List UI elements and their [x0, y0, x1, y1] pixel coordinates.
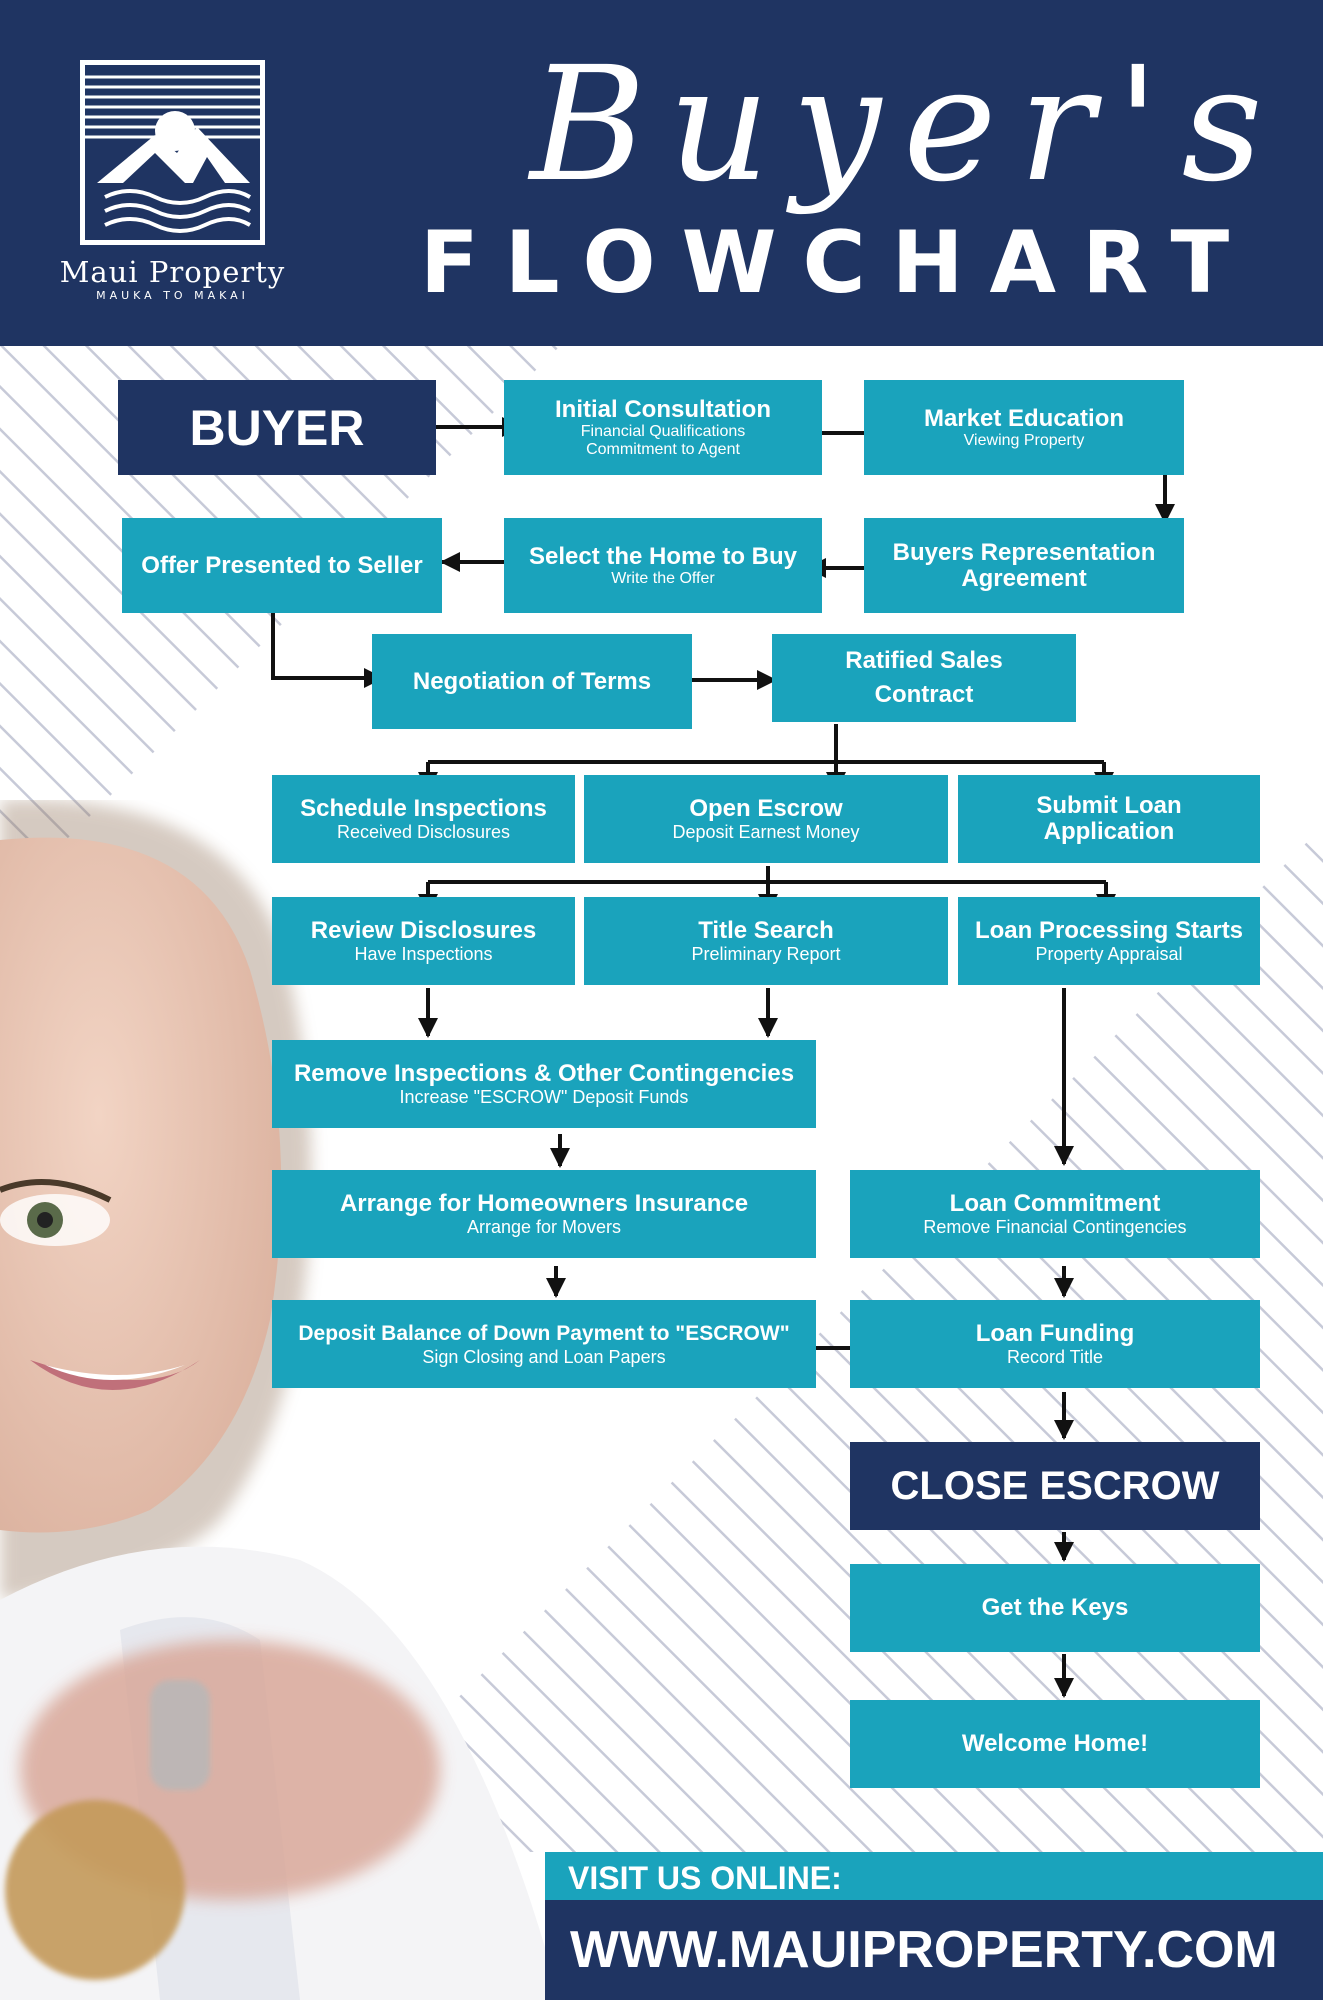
brand-name: Maui Property — [59, 255, 286, 289]
step-title: Submit Loan — [1036, 792, 1182, 819]
step-buyer: BUYER — [118, 380, 436, 475]
step-title: Contract — [874, 681, 974, 708]
step-subtitle: Financial Qualifications — [580, 422, 746, 440]
step-title: CLOSE ESCROW — [890, 1464, 1220, 1508]
title-flowchart: FLOWCHART — [420, 213, 1256, 313]
step-initial-consultation: Initial Consultation Financial Qualifica… — [504, 380, 822, 475]
brand-tagline: MAUKA TO MAKAI — [96, 289, 249, 302]
step-title: Ratified Sales — [845, 647, 1003, 674]
visit-us-label: VISIT US ONLINE: — [568, 1860, 842, 1896]
title-script: Buyer's — [530, 33, 1285, 217]
step-subtitle: Preliminary Report — [691, 944, 841, 964]
step-schedule-inspections: Schedule Inspections Received Disclosure… — [272, 775, 575, 863]
step-subtitle: Have Inspections — [354, 944, 493, 964]
step-title: Market Education — [923, 404, 1125, 432]
step-buyer-title: BUYER — [189, 399, 365, 456]
step-subtitle: Deposit Earnest Money — [672, 822, 860, 842]
step-remove-inspections: Remove Inspections & Other Contingencies… — [272, 1040, 816, 1128]
step-homeowners-insurance: Arrange for Homeowners Insurance Arrange… — [272, 1170, 816, 1258]
step-subtitle: Viewing Property — [963, 431, 1085, 449]
step-review-disclosures: Review Disclosures Have Inspections — [272, 897, 575, 985]
step-ratified-contract: Ratified Sales Contract — [772, 634, 1076, 722]
step-title: Review Disclosures — [310, 917, 537, 944]
step-title: Loan Commitment — [949, 1190, 1161, 1217]
step-close-escrow: CLOSE ESCROW — [850, 1442, 1260, 1530]
step-subtitle: Property Appraisal — [1035, 944, 1183, 964]
step-select-home: Select the Home to Buy Write the Offer — [504, 518, 822, 613]
step-title: Agreement — [961, 564, 1087, 592]
step-buyers-representation: Buyers Representation Agreement — [864, 518, 1184, 613]
step-title: Deposit Balance of Down Payment to "ESCR… — [298, 1322, 790, 1345]
brand-logo — [80, 60, 265, 245]
step-subtitle: Arrange for Movers — [466, 1217, 622, 1237]
step-deposit-balance: Deposit Balance of Down Payment to "ESCR… — [272, 1300, 816, 1388]
step-subtitle: Received Disclosures — [336, 822, 511, 842]
step-title: Welcome Home! — [961, 1730, 1149, 1757]
step-title: Title Search — [698, 917, 834, 944]
step-title: Application — [1043, 818, 1175, 845]
step-title: Initial Consultation — [555, 395, 771, 423]
step-subtitle: Record Title — [1006, 1347, 1104, 1367]
visit-band — [545, 1852, 1323, 1900]
step-title: Arrange for Homeowners Insurance — [339, 1190, 749, 1217]
step-title: Loan Funding — [975, 1320, 1135, 1347]
step-title: Negotiation of Terms — [412, 667, 652, 695]
step-open-escrow: Open Escrow Deposit Earnest Money — [584, 775, 948, 863]
step-loan-commitment: Loan Commitment Remove Financial Conting… — [850, 1170, 1260, 1258]
step-negotiation: Negotiation of Terms — [372, 634, 692, 729]
step-welcome-home: Welcome Home! — [850, 1700, 1260, 1788]
mountain-house-icon — [85, 75, 260, 233]
step-title: Buyers Representation — [892, 538, 1156, 566]
step-loan-processing: Loan Processing Starts Property Appraisa… — [958, 897, 1260, 985]
website-link[interactable]: WWW.MAUIPROPERTY.COM — [570, 1921, 1278, 1979]
step-loan-funding: Loan Funding Record Title — [850, 1300, 1260, 1388]
step-title: Schedule Inspections — [300, 795, 547, 822]
step-title: Get the Keys — [981, 1594, 1129, 1621]
step-subtitle: Sign Closing and Loan Papers — [422, 1347, 666, 1367]
step-subtitle: Write the Offer — [611, 569, 715, 587]
step-title-search: Title Search Preliminary Report — [584, 897, 948, 985]
step-market-education: Market Education Viewing Property — [864, 380, 1184, 475]
woman-holding-keys-photo — [0, 800, 560, 2000]
step-title: Select the Home to Buy — [528, 542, 798, 570]
step-get-keys: Get the Keys — [850, 1564, 1260, 1652]
step-subtitle: Commitment to Agent — [586, 440, 740, 458]
step-offer-presented: Offer Presented to Seller — [122, 518, 442, 613]
step-title: Remove Inspections & Other Contingencies — [293, 1060, 795, 1087]
step-subtitle: Remove Financial Contingencies — [923, 1217, 1187, 1237]
step-title: Offer Presented to Seller — [141, 551, 423, 579]
step-title: Loan Processing Starts — [974, 917, 1244, 944]
step-submit-loan: Submit Loan Application — [958, 775, 1260, 863]
step-subtitle: Increase "ESCROW" Deposit Funds — [399, 1087, 689, 1107]
url-band — [545, 1900, 1323, 2000]
step-title: Open Escrow — [689, 795, 843, 822]
